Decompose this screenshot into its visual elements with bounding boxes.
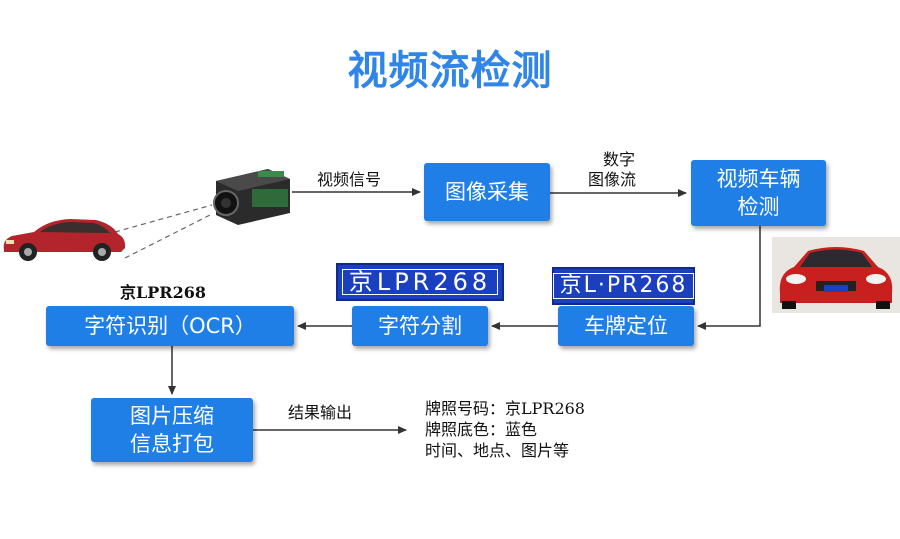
node-vehicle-detect: 视频车辆 检测	[691, 160, 826, 226]
node-compress-line1: 图片压缩	[130, 404, 214, 428]
label-ocr-result: 京LPR268	[120, 283, 206, 302]
node-plate-locate-label: 车牌定位	[584, 314, 668, 338]
label-video-signal: 视频信号	[317, 170, 382, 189]
plate-located-text: 京L·PR268	[552, 273, 695, 299]
red-sedan-photo-icon	[772, 237, 900, 313]
node-char-segment: 字符分割	[352, 306, 488, 346]
arrow-detect-to-locate	[697, 226, 761, 330]
camera-ray-upper	[114, 204, 213, 233]
plate-segmented: 京LPR268	[336, 263, 504, 301]
label-result-output: 结果输出	[288, 403, 353, 422]
node-image-capture-label: 图像采集	[445, 180, 529, 204]
result-extra: 时间、地点、图片等	[425, 441, 570, 460]
camera-icon	[213, 169, 290, 225]
node-char-recognize: 字符识别（OCR）	[46, 306, 294, 346]
plate-located: 京L·PR268	[552, 267, 695, 305]
car-image-icon	[3, 219, 126, 261]
plate-segmented-text: 京LPR268	[341, 269, 499, 295]
label-image-stream: 图像流	[588, 170, 637, 189]
node-image-capture: 图像采集	[424, 163, 550, 221]
result-plate-color: 牌照底色：蓝色	[425, 420, 538, 439]
node-vehicle-detect-line1: 视频车辆	[716, 167, 801, 191]
page-title: 视频流检测	[347, 48, 553, 94]
node-compress-line2: 信息打包	[130, 432, 214, 456]
node-vehicle-detect-line2: 检测	[737, 195, 780, 219]
result-plate-number: 牌照号码：京LPR268	[425, 399, 585, 418]
label-digital: 数字	[603, 150, 636, 169]
node-plate-locate: 车牌定位	[558, 306, 694, 346]
node-char-segment-label: 字符分割	[378, 314, 462, 338]
node-char-recognize-label: 字符识别（OCR）	[84, 314, 256, 338]
camera-ray-lower	[124, 213, 213, 259]
node-compress-pack: 图片压缩 信息打包	[91, 398, 253, 462]
